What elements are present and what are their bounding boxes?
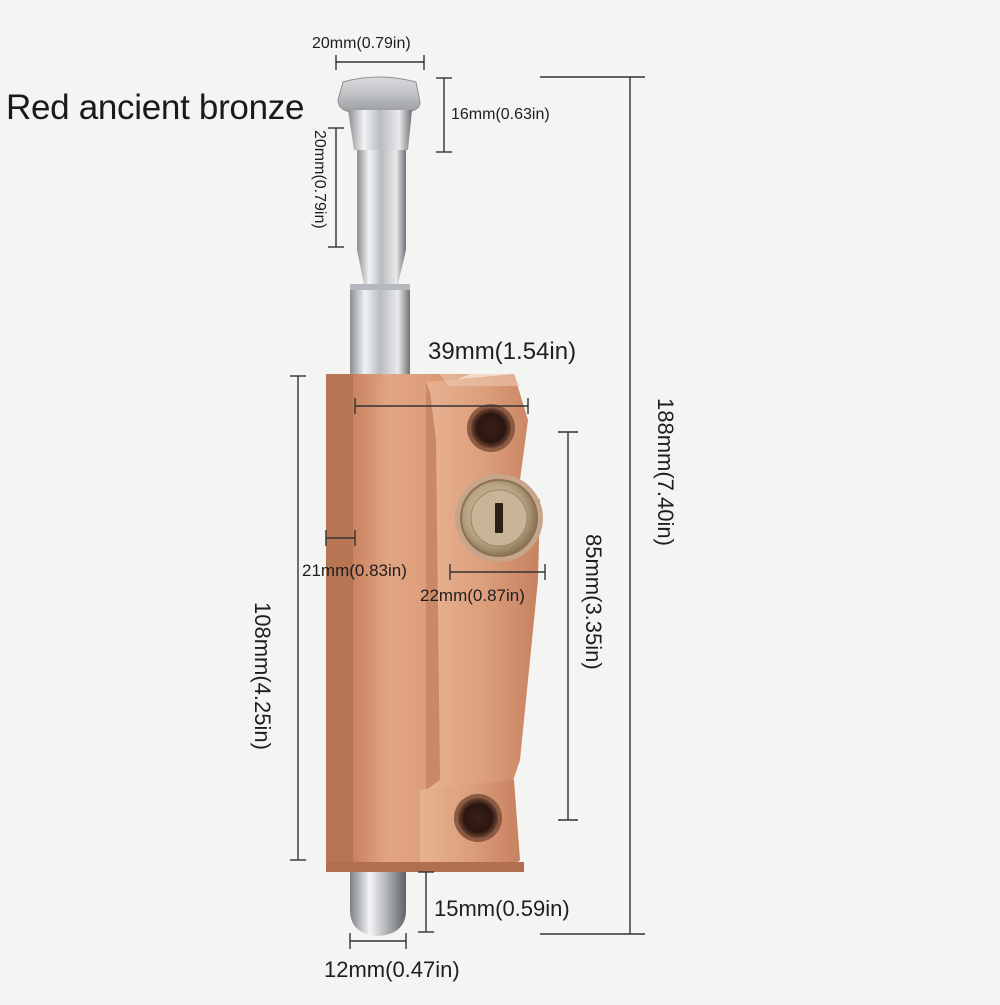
- dim-side-depth: 21mm(0.83in): [302, 561, 407, 580]
- plunger-shaft: [350, 150, 410, 382]
- dim-body-width: 39mm(1.54in): [428, 338, 577, 365]
- dim-pin-length: 15mm(0.59in): [434, 896, 570, 921]
- dim-neck-length: 20mm(0.79in): [311, 130, 328, 229]
- dimension-lines: [290, 55, 645, 949]
- bottom-pin: [350, 872, 406, 936]
- dim-hole-spacing: 85mm(3.35in): [581, 534, 606, 670]
- variant-label: Red ancient bronze: [6, 88, 305, 127]
- screw-hole-top: [467, 404, 515, 452]
- screw-hole-bottom: [454, 794, 502, 842]
- dim-cylinder-width: 22mm(0.87in): [420, 586, 525, 605]
- lock-cylinder: [455, 474, 543, 562]
- dim-total-length: 188mm(7.40in): [653, 398, 678, 546]
- keyhole-icon: [495, 503, 503, 533]
- dim-body-length: 108mm(4.25in): [250, 602, 275, 750]
- bolt-body: [326, 374, 540, 872]
- dim-pin-diameter: 12mm(0.47in): [324, 957, 460, 982]
- knob: [337, 76, 421, 150]
- dim-knob-width: 20mm(0.79in): [312, 35, 411, 52]
- dim-knob-height: 16mm(0.63in): [451, 106, 550, 123]
